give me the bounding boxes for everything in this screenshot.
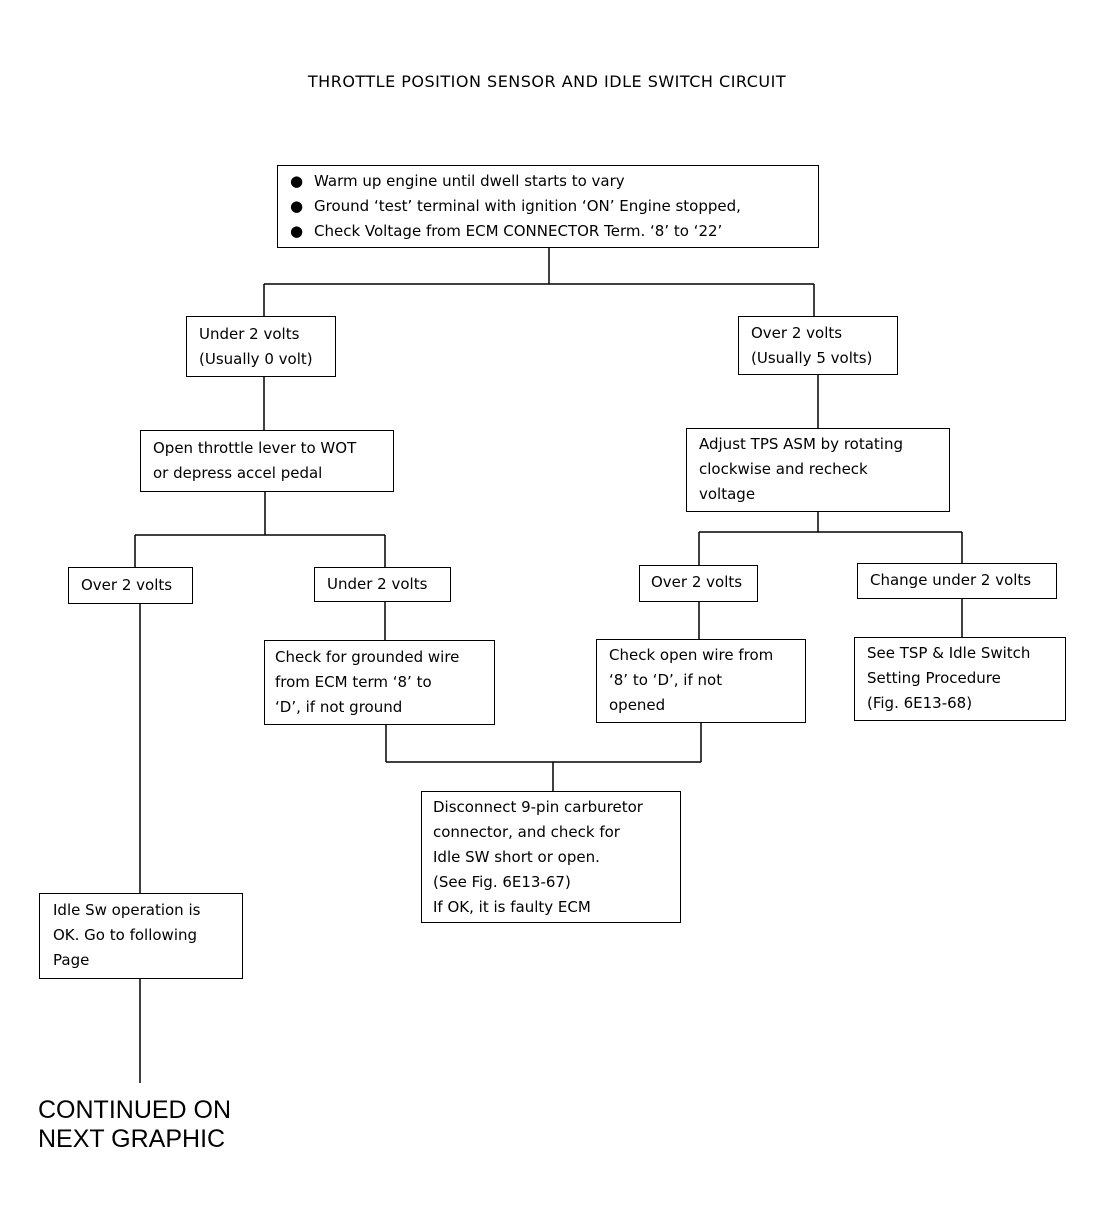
right-reading-box: Over 2 volts (Usually 5 volts) [738, 316, 898, 375]
start-step-1: ●Warm up engine until dwell starts to va… [290, 169, 806, 194]
check-grounded-box: Check for grounded wire from ECM term ‘8… [264, 640, 495, 725]
start-step-2: ●Ground ‘test’ terminal with ignition ‘O… [290, 194, 806, 219]
idle-ok-box: Idle Sw operation is OK. Go to following… [39, 893, 243, 979]
change-under-box: Change under 2 volts [857, 563, 1057, 599]
bullet-icon: ● [290, 172, 304, 190]
left-under-box: Under 2 volts [314, 567, 451, 602]
left-action-box: Open throttle lever to WOT or depress ac… [140, 430, 394, 492]
right-over-box: Over 2 volts [639, 565, 758, 602]
bullet-icon: ● [290, 222, 304, 240]
right-action-box: Adjust TPS ASM by rotating clockwise and… [686, 428, 950, 512]
left-reading-box: Under 2 volts (Usually 0 volt) [186, 316, 336, 377]
start-step-3: ●Check Voltage from ECM CONNECTOR Term. … [290, 219, 806, 244]
see-procedure-box: See TSP & Idle Switch Setting Procedure … [854, 637, 1066, 721]
start-box: ●Warm up engine until dwell starts to va… [277, 165, 819, 248]
bullet-icon: ● [290, 197, 304, 215]
left-over-box: Over 2 volts [68, 567, 193, 604]
continued-note: CONTINUED ON NEXT GRAPHIC [38, 1096, 232, 1153]
check-open-box: Check open wire from ‘8’ to ‘D’, if not … [596, 639, 806, 723]
disconnect-box: Disconnect 9-pin carburetor connector, a… [421, 791, 681, 923]
diagram-title: THROTTLE POSITION SENSOR AND IDLE SWITCH… [307, 72, 787, 91]
